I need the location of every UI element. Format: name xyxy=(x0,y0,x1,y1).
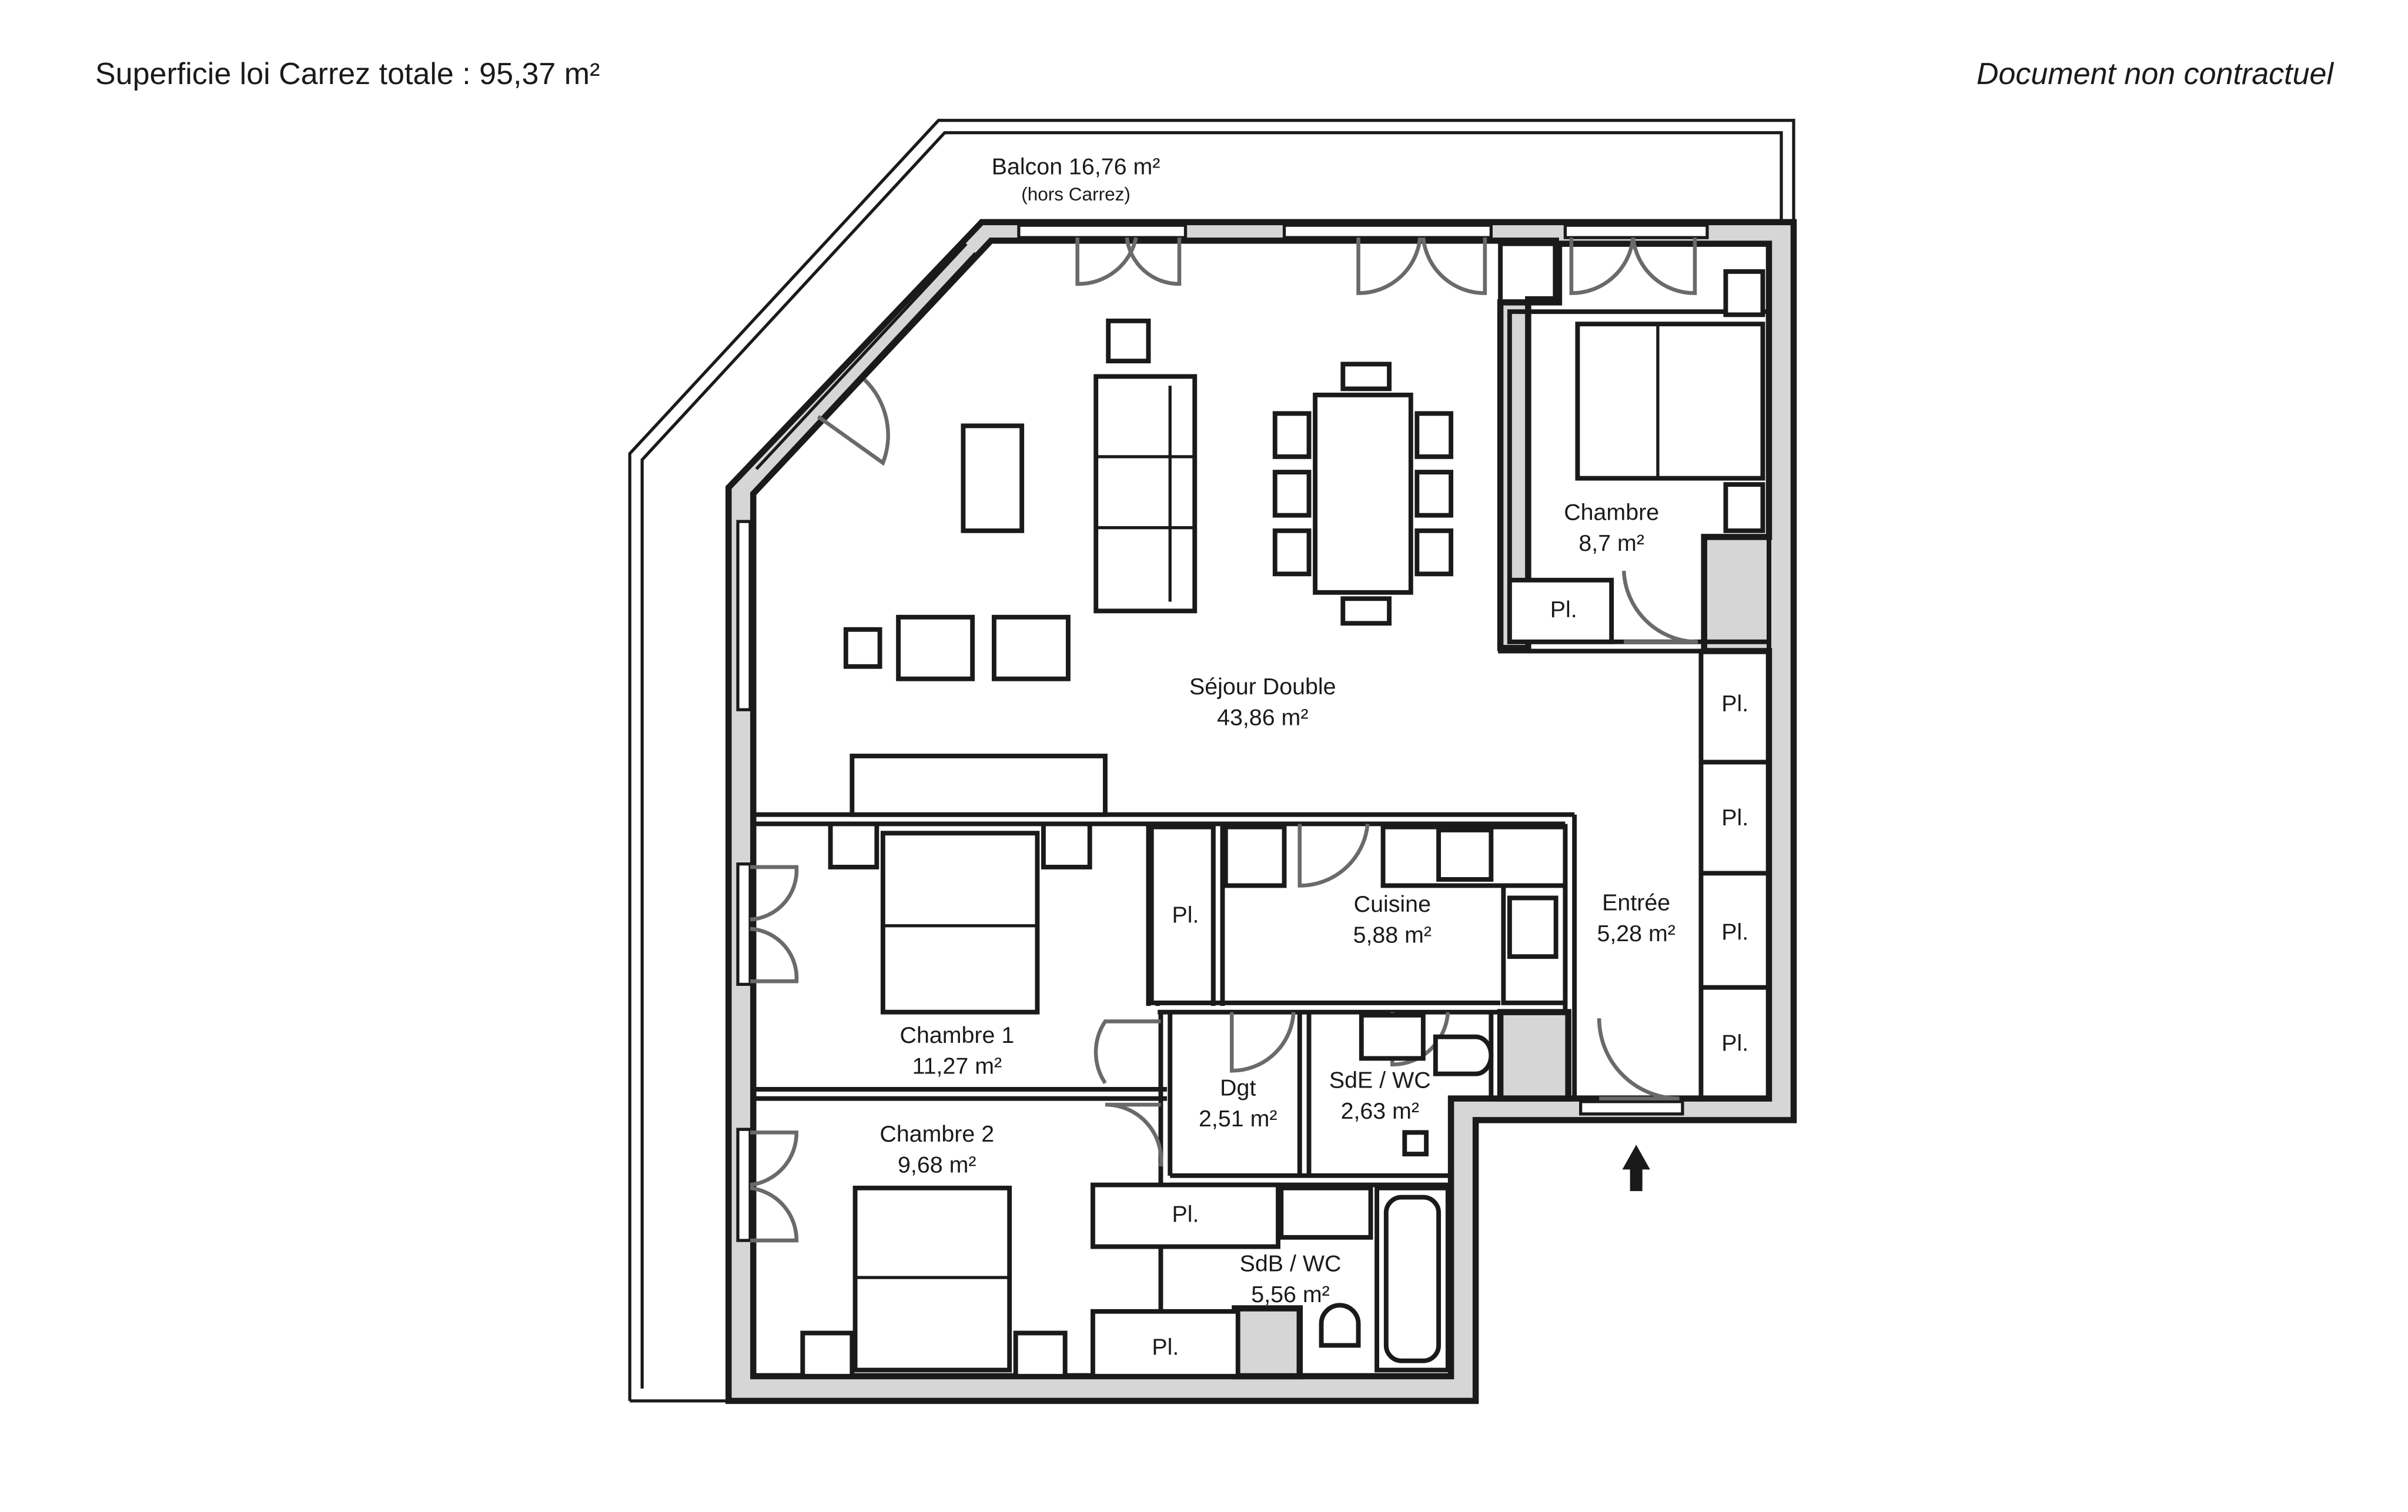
table-icon xyxy=(1272,362,1454,626)
entrance-arrow-icon xyxy=(1622,1145,1650,1192)
storage-label: Pl. xyxy=(1172,1202,1199,1227)
cuisine-name: Cuisine xyxy=(1354,891,1431,917)
balcon-name: Balcon 16,76 m² xyxy=(992,154,1160,180)
kitchen-fixtures xyxy=(1223,824,1568,1005)
bed-icon xyxy=(1575,269,1765,533)
side-table xyxy=(1106,318,1151,364)
entree-area: 5,28 m² xyxy=(1597,921,1675,946)
coffee-table xyxy=(961,423,1025,533)
storage-label: Pl. xyxy=(1721,919,1748,945)
sde-fixtures xyxy=(1359,1012,1494,1157)
entree-storage xyxy=(1698,648,1771,1101)
sink-icon xyxy=(1507,895,1558,959)
wall-block-sdb xyxy=(1232,1305,1303,1380)
total-area-label: Superficie loi Carrez totale : 95,37 m² xyxy=(95,57,600,91)
sde-name: SdE / WC xyxy=(1329,1067,1431,1093)
balcony-outline xyxy=(628,119,1795,1403)
sdb-area: 5,56 m² xyxy=(1251,1282,1329,1307)
storage-label: Pl. xyxy=(1152,1334,1179,1360)
dgt-area: 2,51 m² xyxy=(1199,1106,1277,1132)
storage-chambre2-bottom xyxy=(1091,1309,1240,1379)
chambre2-name: Chambre 2 xyxy=(879,1121,994,1147)
chambre-area: 8,7 m² xyxy=(1578,530,1644,556)
balcon-note: (hors Carrez) xyxy=(1021,183,1131,205)
toilet-icon xyxy=(1319,1303,1361,1348)
storage-label: Pl. xyxy=(1172,902,1199,928)
sink-icon xyxy=(1359,1012,1426,1061)
chambre2-area: 9,68 m² xyxy=(898,1152,976,1178)
storage-chambre2-top xyxy=(1091,1182,1280,1249)
disclaimer-label: Document non contractuel xyxy=(1976,57,2333,91)
storage-label: Pl. xyxy=(1721,691,1748,717)
armchair-icon xyxy=(843,614,1071,681)
sink-icon xyxy=(1279,1185,1373,1240)
storage-label: Pl. xyxy=(1550,597,1577,623)
cuisine-area: 5,88 m² xyxy=(1353,922,1432,948)
bed-icon xyxy=(828,821,1092,1015)
door-swing-icon xyxy=(750,237,1698,1243)
wall-block-entree xyxy=(1497,1009,1571,1102)
sideboard xyxy=(850,754,1108,817)
chambre-name: Chambre xyxy=(1564,499,1659,525)
sejour-area: 43,86 m² xyxy=(1217,705,1308,731)
sejour-name: Séjour Double xyxy=(1189,674,1336,700)
sofa-icon xyxy=(1093,374,1198,614)
chambre1-name: Chambre 1 xyxy=(900,1022,1015,1048)
storage-chambre xyxy=(1507,577,1614,644)
storage-chambre1 xyxy=(1149,824,1216,1005)
chambre1-area: 11,27 m² xyxy=(912,1053,1002,1079)
sdb-name: SdB / WC xyxy=(1240,1251,1342,1277)
sde-area: 2,63 m² xyxy=(1341,1098,1419,1124)
storage-label: Pl. xyxy=(1721,805,1748,831)
storage-label: Pl. xyxy=(1721,1030,1748,1056)
cooktop-icon xyxy=(1436,828,1494,882)
entree-name: Entrée xyxy=(1602,889,1670,915)
bed-icon xyxy=(800,1185,1068,1379)
dgt-name: Dgt xyxy=(1220,1075,1256,1100)
toilet-icon xyxy=(1433,1034,1494,1076)
sdb-fixtures xyxy=(1279,1185,1450,1373)
windows xyxy=(736,223,1709,1242)
